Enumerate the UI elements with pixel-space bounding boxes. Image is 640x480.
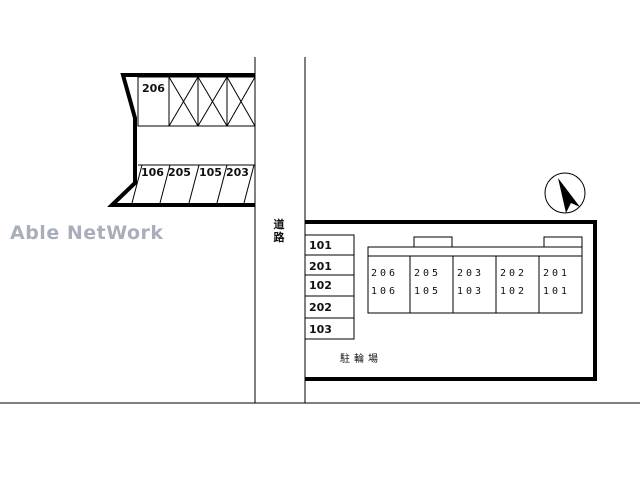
west-bottom-label: 105 [199, 166, 222, 179]
road-label: 道路 [273, 218, 285, 244]
west-bottom-label: 203 [226, 166, 249, 179]
bicycle-parking-label: 駐輪場 [340, 354, 382, 365]
building [367, 236, 583, 314]
west-bottom-label: 106 [141, 166, 164, 179]
west-lot-top-row [137, 76, 256, 127]
east-space-label: 103 [309, 323, 332, 336]
north-arrow-icon [544, 172, 586, 214]
west-top-label: 206 [142, 82, 165, 95]
west-lot-boundary [107, 73, 255, 207]
unit-lower-label: 101 [543, 286, 571, 297]
west-lot-bottom-row [131, 164, 255, 204]
east-space-label: 102 [309, 279, 332, 292]
watermark: Able NetWork [10, 222, 164, 244]
unit-upper-label: 201 [543, 268, 571, 279]
unit-lower-label: 103 [457, 286, 485, 297]
east-space-label: 101 [309, 239, 332, 252]
east-lot-column [304, 234, 355, 340]
unit-upper-label: 202 [500, 268, 528, 279]
unit-upper-label: 205 [414, 268, 442, 279]
west-bottom-label: 205 [168, 166, 191, 179]
unit-lower-label: 105 [414, 286, 442, 297]
unit-lower-label: 106 [371, 286, 399, 297]
east-space-label: 202 [309, 301, 332, 314]
east-lot-boundary [305, 220, 597, 381]
east-space-label: 201 [309, 260, 332, 273]
unit-upper-label: 203 [457, 268, 485, 279]
unit-lower-label: 102 [500, 286, 528, 297]
unit-upper-label: 206 [371, 268, 399, 279]
